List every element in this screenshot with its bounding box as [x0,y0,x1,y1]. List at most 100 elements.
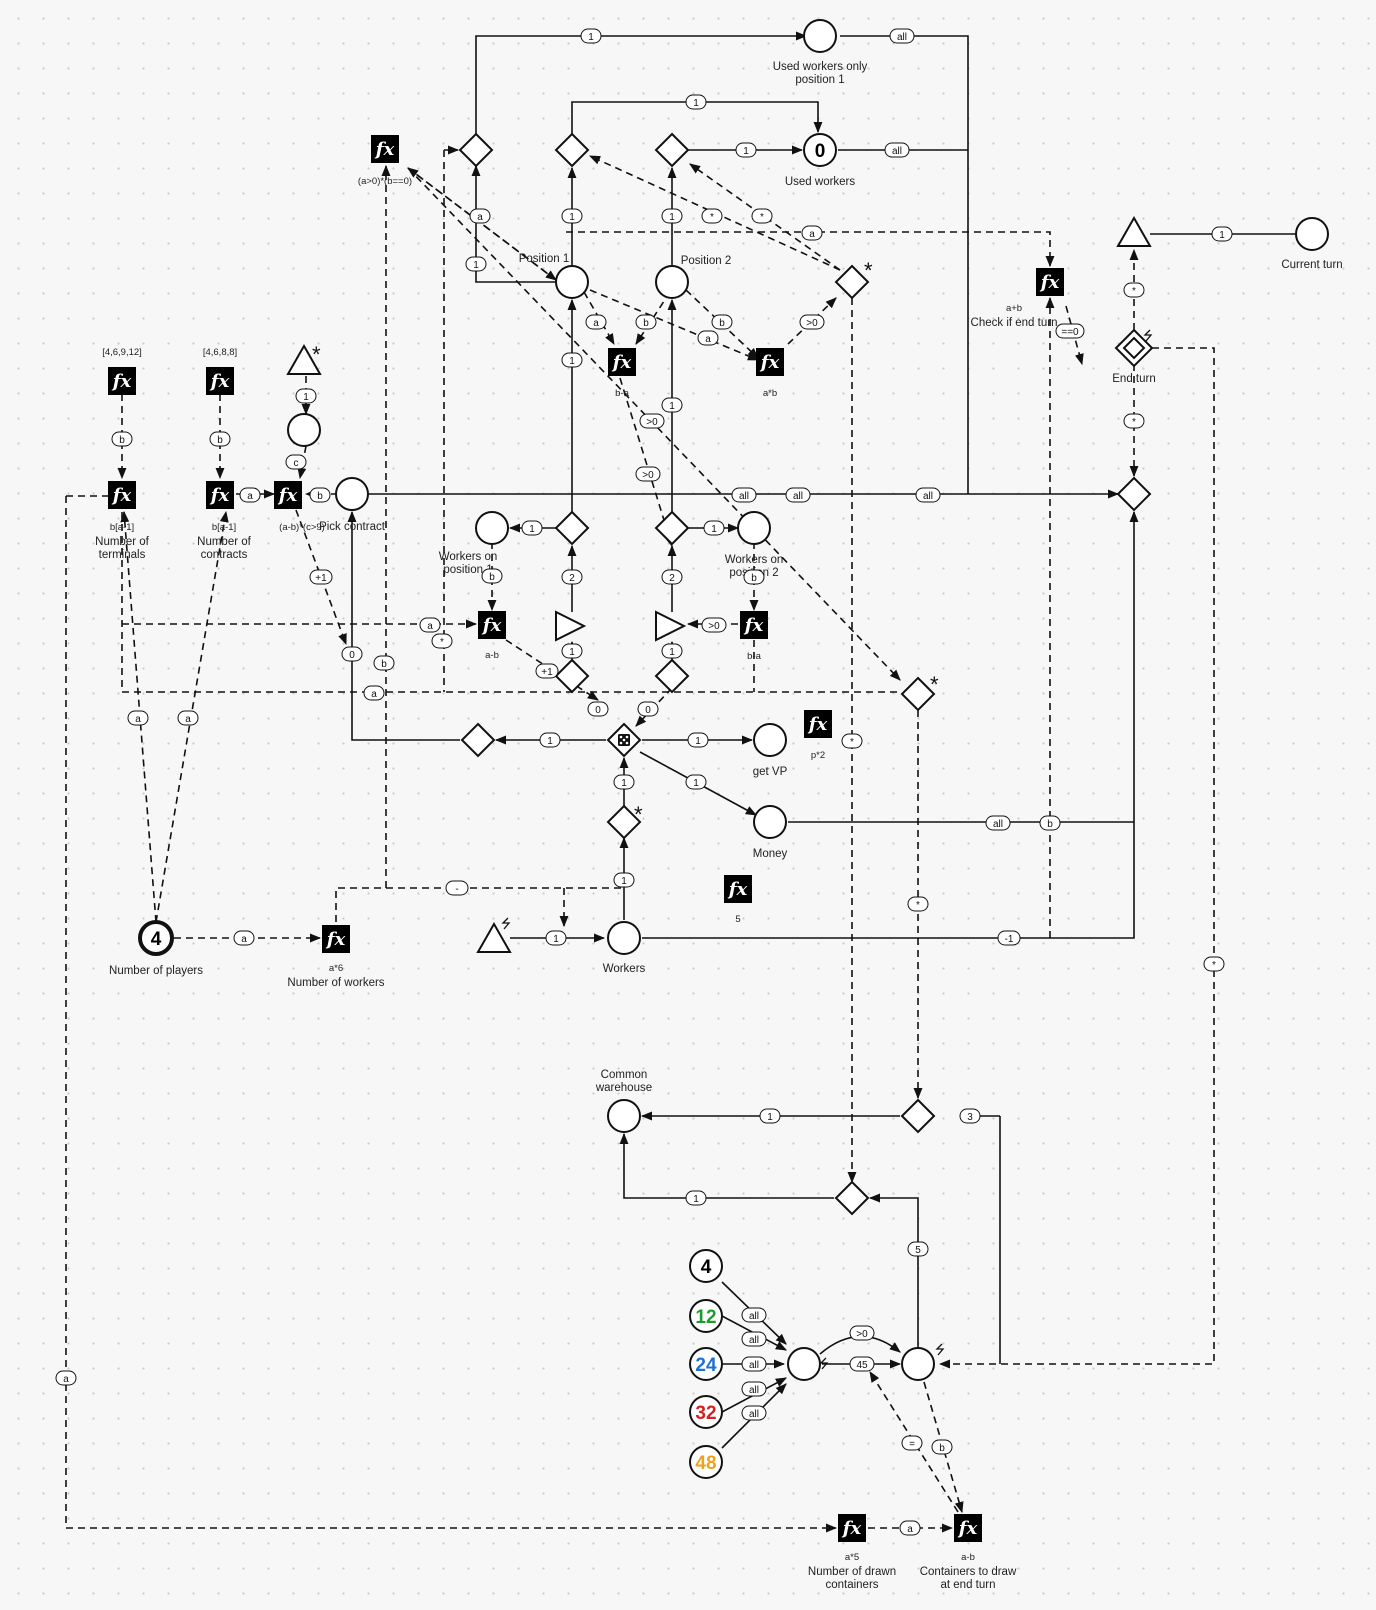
svg-text:2: 2 [569,573,575,584]
register-cond[interactable]: fx [371,135,399,163]
gates: * * * [458,132,1154,1216]
svg-text:b: b [643,318,649,329]
b-minus-a-label: b-a [747,651,761,662]
register-containers-to-draw[interactable]: fx [954,1514,982,1542]
svg-text:1: 1 [569,212,575,223]
svg-text:-1: -1 [1005,934,1014,945]
edge-label: * [841,733,863,749]
edge-label: b [373,655,395,671]
pool-24[interactable] [689,1347,723,1381]
register-number-of-terminals[interactable]: fx [108,481,136,509]
svg-text:all: all [749,1385,759,1396]
gate-pos2-split[interactable] [654,510,690,546]
converter-position-1[interactable] [555,610,587,642]
svg-text:all: all [993,819,1003,830]
register-b-minus-a-top[interactable]: fx [608,348,636,376]
converter-position-2[interactable] [655,610,687,642]
gate-turn-collector[interactable] [1116,476,1152,512]
edge-label: * [701,208,723,224]
svg-text:>0: >0 [806,318,818,329]
gate-top-left[interactable] [458,132,494,168]
gate-pos1-split[interactable] [554,510,590,546]
register-contracts-list[interactable]: fx [206,367,234,395]
register-a-minus-b[interactable]: fx [478,611,506,639]
used-workers-label: Used workers [785,176,856,188]
position-2-pool[interactable] [655,265,689,299]
edge-label: 1 [687,732,709,748]
gate-random-star-2[interactable] [900,676,936,712]
pool-12[interactable] [689,1299,723,1333]
gate-top-mid[interactable] [554,132,590,168]
edge-label: 1 [685,1190,707,1206]
gate-warehouse-top[interactable] [900,1098,936,1134]
pool-4[interactable] [689,1249,723,1283]
workers-on-position-2-pool[interactable] [737,511,771,545]
edge-label: a [419,617,441,633]
svg-text:+1: +1 [541,667,553,678]
contract-source[interactable] [286,343,322,375]
container-draw-pool[interactable] [901,1347,935,1381]
position-1-pool[interactable] [555,265,589,299]
gate-pos2-low[interactable] [654,658,690,694]
pool-48[interactable] [689,1445,723,1479]
gate-random-star[interactable] [834,264,870,300]
automatic-trigger-icon [819,1357,829,1370]
gate-workers-star[interactable] [606,804,642,840]
gate-pos1-low[interactable] [554,658,590,694]
register-a-times-b[interactable]: fx [756,348,784,376]
edge-label: 3 [959,1108,981,1124]
number-of-players-pool[interactable] [138,920,174,956]
current-turn-pool[interactable] [1295,217,1329,251]
svg-text:fx: fx [374,139,395,160]
end-turn-source[interactable] [1116,215,1152,247]
workers-pool[interactable] [607,921,641,955]
container-bag-pool[interactable] [787,1347,821,1381]
edge-label: a [469,208,491,224]
money-pool[interactable] [753,805,787,839]
register-number-of-contracts[interactable]: fx [206,481,234,509]
svg-text:1: 1 [473,260,479,271]
contract-source-pool[interactable] [287,413,321,447]
edge-label: all [741,1307,767,1323]
svg-text:all: all [749,1311,759,1322]
pool-32[interactable] [689,1395,723,1429]
svg-text:b: b [317,491,323,502]
svg-text:fx: fx [325,929,346,950]
gate-contract-left[interactable] [460,722,496,758]
gate-top-right[interactable] [654,132,690,168]
svg-text:*: * [1132,417,1136,428]
workers-on-position-1-pool[interactable] [475,511,509,545]
register-vp[interactable]: fx [804,710,832,738]
get-vp-pool[interactable] [753,723,787,757]
register-check-end-turn[interactable]: fx [1036,268,1064,296]
register-drawn-containers[interactable]: fx [838,1514,866,1542]
svg-text:b: b [751,573,757,584]
register-terminals-list[interactable]: fx [108,367,136,395]
svg-text:*: * [760,212,764,223]
register-number-of-workers[interactable]: fx [322,925,350,953]
svg-text:45: 45 [856,1360,868,1371]
used-workers-only-pool[interactable] [803,19,837,53]
svg-text:0: 0 [349,650,355,661]
register-b-minus-a[interactable]: fx [740,611,768,639]
register-five[interactable]: fx [724,875,752,903]
pool-32-value: 32 [695,1403,716,1424]
register-contract-formula[interactable]: fx [274,481,302,509]
cond-formula-label: (a>0)*(b==0) [358,176,412,187]
svg-text:0: 0 [595,705,601,716]
end-turn-inner [1122,336,1146,360]
svg-text:fx: fx [209,371,230,392]
svg-text:1: 1 [669,212,675,223]
terminals-formula-label: b[a-1] [110,522,134,533]
svg-text:all: all [749,1409,759,1420]
used-workers-pool[interactable] [803,133,837,167]
svg-text:a: a [135,714,141,725]
pick-contract-pool[interactable] [335,477,369,511]
svg-text:a: a [427,621,433,632]
gate-warehouse-bottom[interactable] [834,1180,870,1216]
common-warehouse-pool[interactable] [607,1099,641,1133]
workers-source[interactable] [476,921,512,953]
edge-label: 0 [341,646,363,662]
svg-text:1: 1 [693,98,699,109]
